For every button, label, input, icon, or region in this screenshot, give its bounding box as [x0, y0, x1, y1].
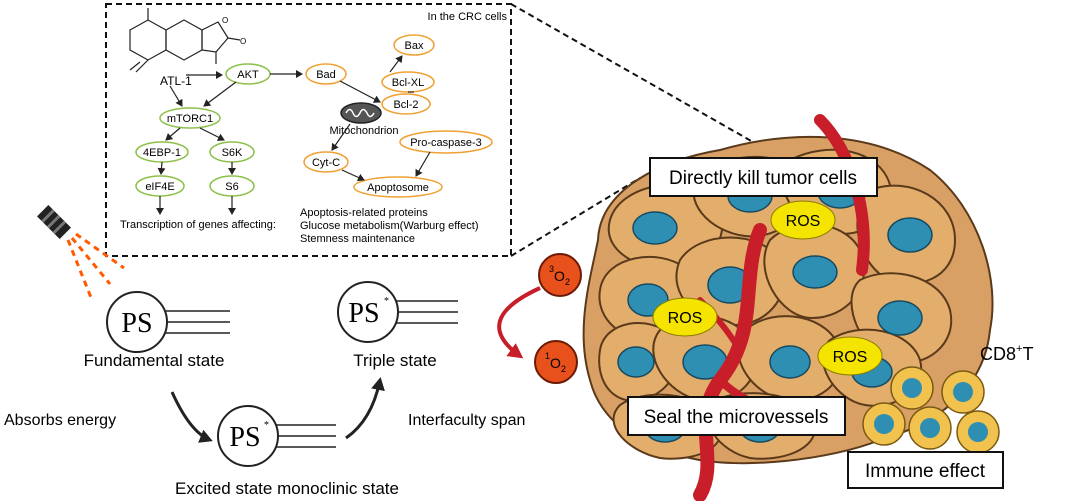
mito-label: Mitochondrion	[329, 125, 398, 137]
o1-letter: O	[550, 355, 561, 371]
o3-sub: 2	[565, 277, 570, 287]
effect-3: Stemness maintenance	[300, 233, 415, 245]
ps-label-2: PS	[348, 298, 379, 329]
carbonyl-label: O	[240, 37, 246, 46]
pathway-nodes: AKT Bad Bax Bcl-XL Bcl-2 mTORC1 4EBP-1 S…	[135, 34, 493, 198]
inset-title: In the CRC cells	[428, 11, 508, 23]
span-arrow	[345, 377, 385, 440]
mitochondrion-icon	[340, 102, 382, 124]
absorb-arrow	[170, 391, 213, 443]
ros-label-2: ROS	[668, 310, 703, 327]
ros-2: ROS	[652, 297, 718, 337]
ros-label-3: ROS	[833, 349, 868, 366]
oxygen-conversion-arrow	[497, 286, 541, 359]
ps-triple: PS *	[337, 281, 458, 343]
effect-2: Glucose metabolism(Warburg effect)	[300, 220, 479, 232]
node-mtorc1: mTORC1	[167, 113, 213, 125]
ps-label-1: PS	[121, 308, 152, 339]
ps-star-2: *	[384, 296, 389, 307]
node-bad: Bad	[316, 69, 336, 81]
cd8-label: CD8+T	[980, 343, 1033, 364]
effect-1: Apoptosis-related proteins	[300, 207, 428, 219]
node-4ebp1: 4EBP-1	[143, 147, 181, 159]
excited-label: Excited state monoclinic state	[175, 479, 399, 498]
node-s6: S6	[225, 181, 238, 193]
node-apoptosome: Apoptosome	[367, 182, 429, 194]
kill-box: Directly kill tumor cells	[649, 157, 878, 197]
laser-icon	[37, 205, 125, 301]
triple-label: Triple state	[353, 351, 436, 370]
immune-box: Immune effect	[847, 451, 1004, 489]
o1-num: 1	[545, 351, 550, 361]
transcription-label: Transcription of genes affecting:	[120, 219, 276, 231]
zoom-line-top	[510, 3, 761, 147]
zoom-line-bottom	[510, 177, 641, 257]
seal-box: Seal the microvessels	[627, 396, 846, 436]
o3-letter: O	[554, 268, 565, 284]
node-bax: Bax	[405, 40, 424, 52]
o3-num: 3	[549, 264, 554, 274]
node-bcl2: Bcl-2	[393, 99, 418, 111]
interfaculty-label: Interfaculty span	[408, 412, 525, 429]
absorbs-label: Absorbs energy	[4, 412, 116, 429]
oxygen-label: O	[222, 16, 228, 25]
ros-1: ROS	[770, 200, 836, 240]
ps-excited: PS *	[217, 405, 336, 467]
singlet-oxygen: 1 O 2	[534, 340, 578, 384]
pathway-arrows	[156, 55, 431, 215]
node-bclxl: Bcl-XL	[392, 77, 424, 89]
seal-label: Seal the microvessels	[644, 407, 829, 428]
ros-label-1: ROS	[786, 213, 821, 230]
t-cells	[862, 366, 1000, 454]
ps-label-3: PS	[229, 422, 260, 453]
ps-star-3: *	[264, 420, 269, 431]
node-akt: AKT	[237, 69, 259, 81]
ps-fundamental: PS	[106, 291, 230, 353]
immune-label: Immune effect	[865, 461, 986, 482]
fundamental-label: Fundamental state	[84, 351, 225, 370]
kill-label: Directly kill tumor cells	[669, 168, 857, 189]
node-eif4e: eIF4E	[145, 181, 174, 193]
node-procaspase3: Pro-caspase-3	[410, 137, 482, 149]
triplet-oxygen: 3 O 2	[538, 253, 582, 297]
ros-3: ROS	[817, 336, 883, 376]
inset-border	[105, 3, 512, 257]
o1-sub: 2	[561, 364, 566, 374]
pathway-inset: In the CRC cells O O ATL-1 AKT Bad Bax B…	[105, 3, 761, 257]
compound-name: ATL-1	[160, 74, 192, 88]
node-s6k: S6K	[222, 147, 243, 159]
atl1-structure	[129, 8, 241, 73]
node-cytc: Cyt-C	[312, 157, 340, 169]
